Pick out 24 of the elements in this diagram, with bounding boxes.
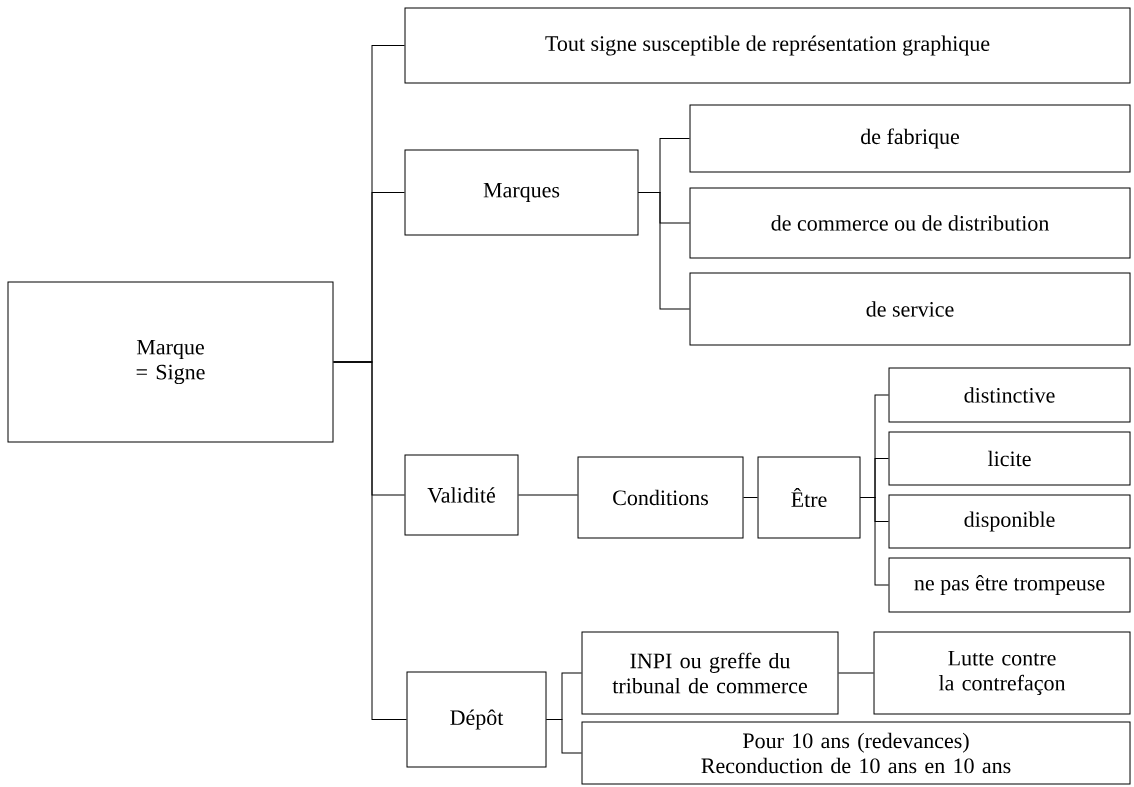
text-box: Lutte contre la contrefaçon xyxy=(873,631,1131,715)
text-box: Validité xyxy=(404,454,519,536)
connector-line xyxy=(518,494,578,496)
connector-line xyxy=(838,672,874,674)
text-box: Dépôt xyxy=(406,671,547,768)
connector-line xyxy=(860,497,889,586)
text-box: distinctive xyxy=(888,367,1131,423)
text-box: de fabrique xyxy=(689,104,1131,173)
text-box: disponible xyxy=(888,494,1131,549)
text-box: Pour 10 ans (redevances) Reconduction de 10 ans en 10 ans xyxy=(581,721,1131,785)
text-box: de service xyxy=(689,272,1131,346)
text-box: INPI ou greffe du tribunal de commerce xyxy=(581,631,839,715)
text-box: licite xyxy=(888,431,1131,486)
connector-line xyxy=(638,192,690,310)
text-box: ne pas être trompeuse xyxy=(888,557,1131,613)
text-box: Marque = Signe xyxy=(7,281,334,443)
connector-line xyxy=(546,719,582,754)
text-box: Tout signe susceptible de représentation graphique xyxy=(404,7,1131,84)
text-box: Être xyxy=(757,456,861,539)
connector-line xyxy=(743,497,758,498)
text-box: Conditions xyxy=(577,456,744,539)
text-box: Marques xyxy=(404,149,639,236)
text-box: de commerce ou de distribution xyxy=(689,187,1131,259)
connector-line xyxy=(333,361,407,720)
